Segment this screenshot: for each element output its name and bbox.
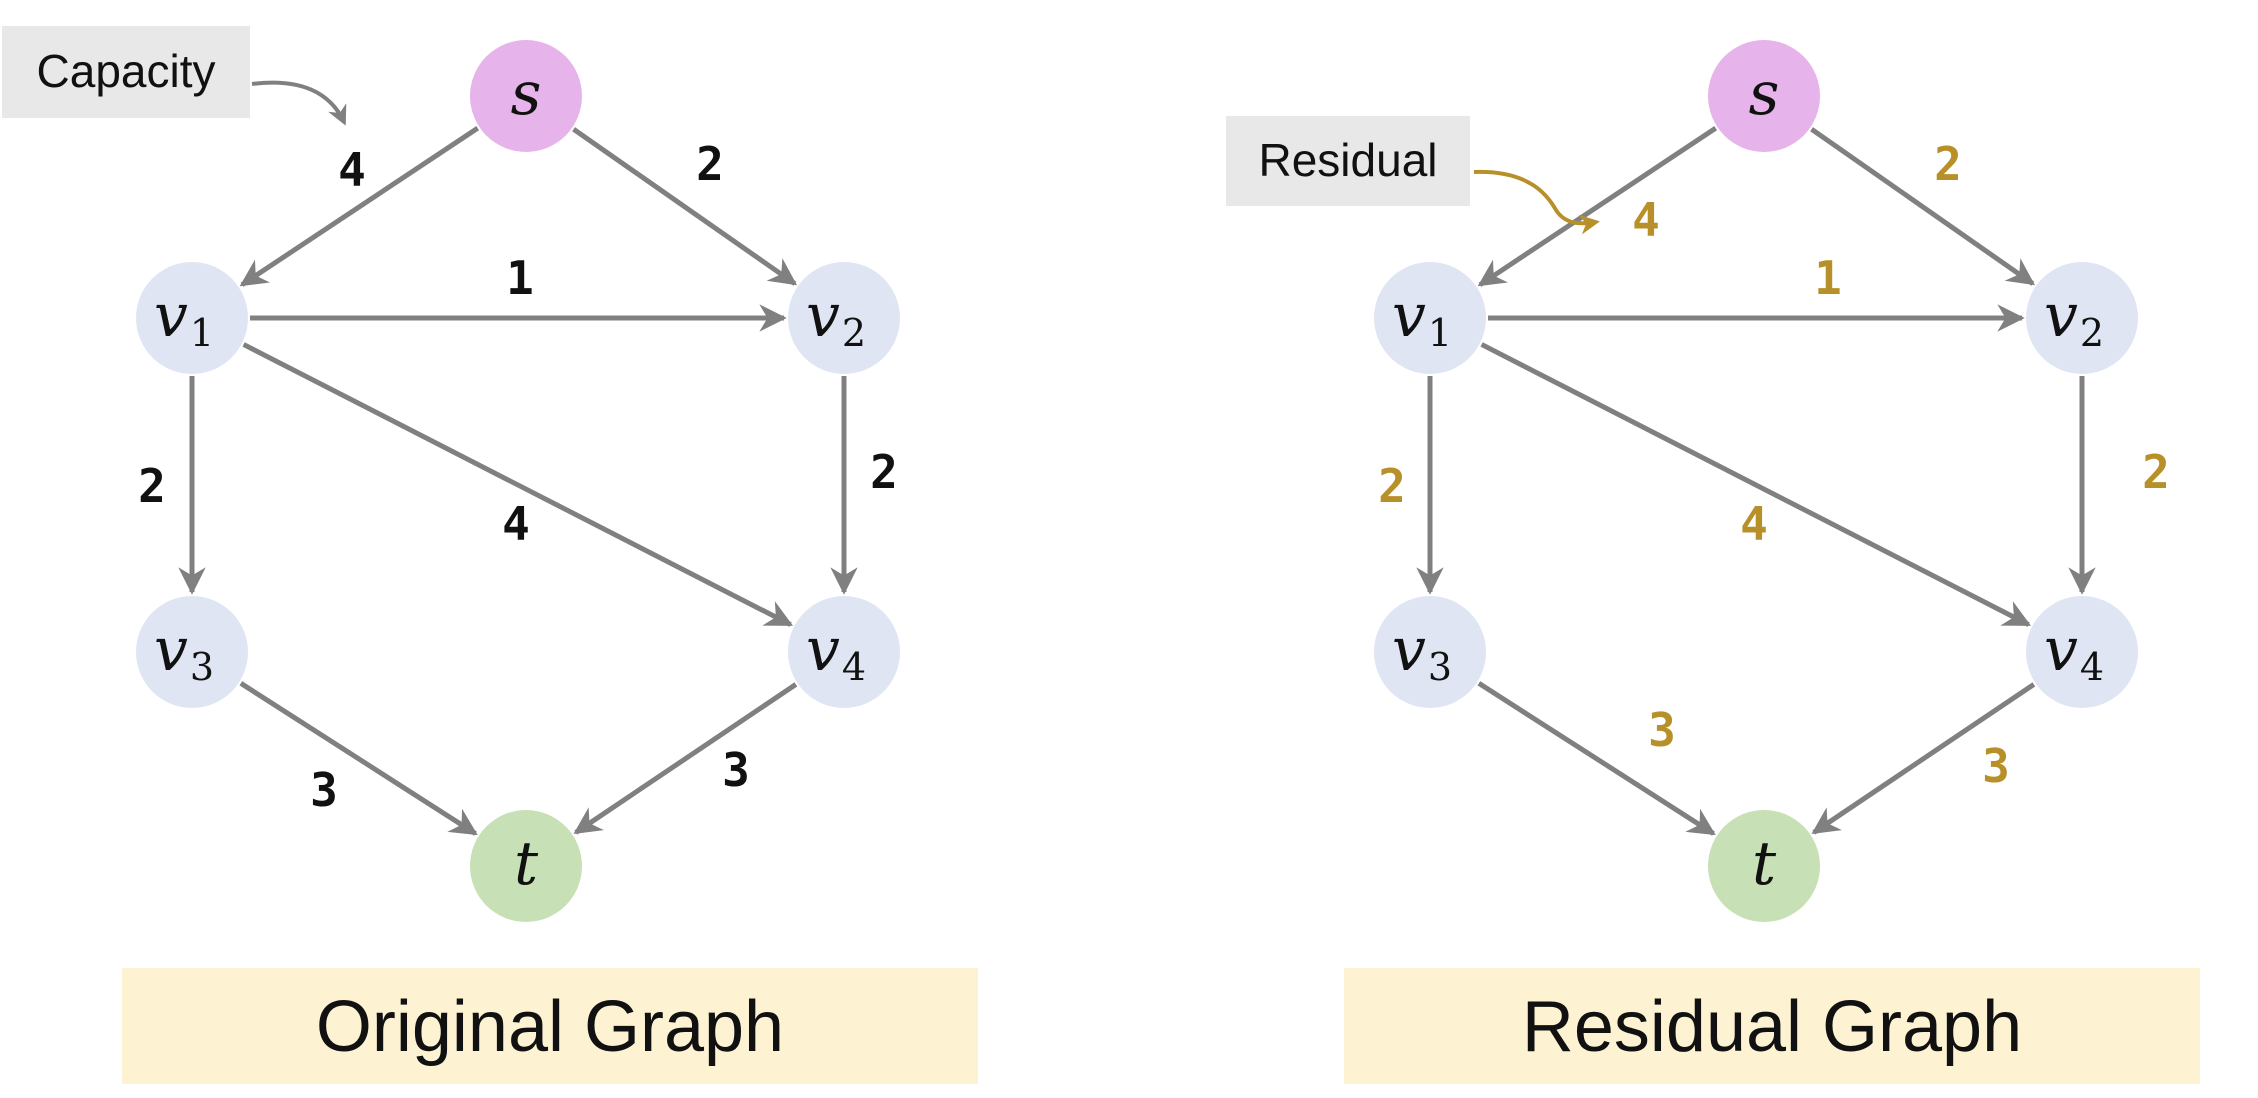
original-node-v1-label: v1 [154,281,214,355]
residual-edge-s-v1 [1477,126,1718,287]
original-node-v2-label: v2 [806,281,866,355]
residual-edge-label-s-v1: 4 [1632,193,1660,247]
residual-node-v3-circle [1374,596,1486,708]
original-edge-s-v2 [572,127,798,286]
original-node-v3: v3 [136,596,248,708]
original-edge-labels: 4 2 1 2 4 2 3 3 [138,137,898,817]
residual-caption-text: Residual Graph [1522,987,2022,1067]
residual-edge-label-s-v2: 2 [1934,137,1962,191]
original-node-s: s [470,40,582,152]
residual-node-v2: v2 [2026,262,2138,374]
residual-edges [1416,126,2096,836]
original-node-v4-circle [788,596,900,708]
residual-edge-v4-t [1811,682,2036,835]
original-node-v2-circle [788,262,900,374]
capacity-callout-box [2,26,250,118]
original-graph-panel: s v1 v2 v3 v4 t 4 2 1 2 4 2 3 3 Capacity Original Gr… [2,26,978,1084]
residual-node-s-circle [1708,40,1820,152]
original-edge-s-v1 [239,126,480,287]
residual-edge-label-v1-v3: 2 [1378,459,1406,513]
residual-node-v4-circle [2026,596,2138,708]
residual-edge-s-v2 [1810,127,2036,286]
residual-node-v3: v3 [1374,596,1486,708]
original-edge-label-v2-v4: 2 [870,445,898,499]
original-node-s-circle [470,40,582,152]
residual-callout-box [1226,116,1470,206]
residual-edge-labels: 4 2 1 2 4 2 3 3 [1378,137,2170,793]
residual-callout: Residual [1226,116,1600,235]
residual-edge-v3-t [1477,681,1716,836]
residual-node-s: s [1708,40,1820,152]
residual-graph-panel: s v1 v2 v3 v4 t 4 2 1 2 4 2 3 3 Residual Residual Gr… [1226,40,2200,1084]
residual-node-v4: v4 [2026,596,2138,708]
original-node-t: t [470,810,582,922]
residual-node-v1-circle [1374,262,1486,374]
original-node-v4: v4 [788,596,900,708]
original-node-v2: v2 [788,262,900,374]
residual-edge-label-v2-v4: 2 [2142,445,2170,499]
original-edge-v4-t [573,682,798,835]
residual-edge-label-v1-v4: 4 [1740,497,1768,551]
residual-node-t-label: t [1752,829,1777,899]
original-node-v3-circle [136,596,248,708]
original-caption: Original Graph [122,968,978,1084]
original-edge-v3-t [239,681,478,836]
residual-edge-v1-v4 [1480,342,2032,627]
original-edge-label-v1-v4: 4 [502,497,530,551]
original-caption-text: Original Graph [316,987,784,1067]
capacity-callout-text: Capacity [37,45,216,97]
residual-callout-text: Residual [1259,134,1438,186]
original-node-s-label: s [511,59,542,129]
capacity-callout: Capacity [2,26,347,126]
capacity-callout-arrow [251,80,347,126]
original-edge-label-v1-v3: 2 [138,459,166,513]
original-edge-label-v1-v2: 1 [506,251,534,305]
original-edge-label-s-v1: 4 [338,143,366,197]
original-caption-box [122,968,978,1084]
residual-callout-arrow [1473,169,1600,235]
residual-node-v1: v1 [1374,262,1486,374]
residual-node-t: t [1708,810,1820,922]
original-node-v1: v1 [136,262,248,374]
residual-node-s-label: s [1749,59,1780,129]
residual-nodes: s v1 v2 v3 v4 t [1374,40,2138,922]
original-edge-label-v3-t: 3 [310,763,338,817]
original-edge-label-v4-t: 3 [722,743,750,797]
residual-caption-box [1344,968,2200,1084]
residual-node-t-circle [1708,810,1820,922]
original-node-v1-circle [136,262,248,374]
residual-edge-label-v4-t: 3 [1982,739,2010,793]
original-edge-label-s-v2: 2 [696,137,724,191]
residual-edge-label-v1-v2: 1 [1814,251,1842,305]
original-nodes: s v1 v2 v3 v4 t [136,40,900,922]
residual-node-v2-circle [2026,262,2138,374]
original-edges [178,126,858,836]
original-edge-v1-v4 [242,342,794,627]
residual-edge-label-v3-t: 3 [1648,703,1676,757]
residual-caption: Residual Graph [1344,968,2200,1084]
original-node-t-circle [470,810,582,922]
original-node-t-label: t [514,829,539,899]
